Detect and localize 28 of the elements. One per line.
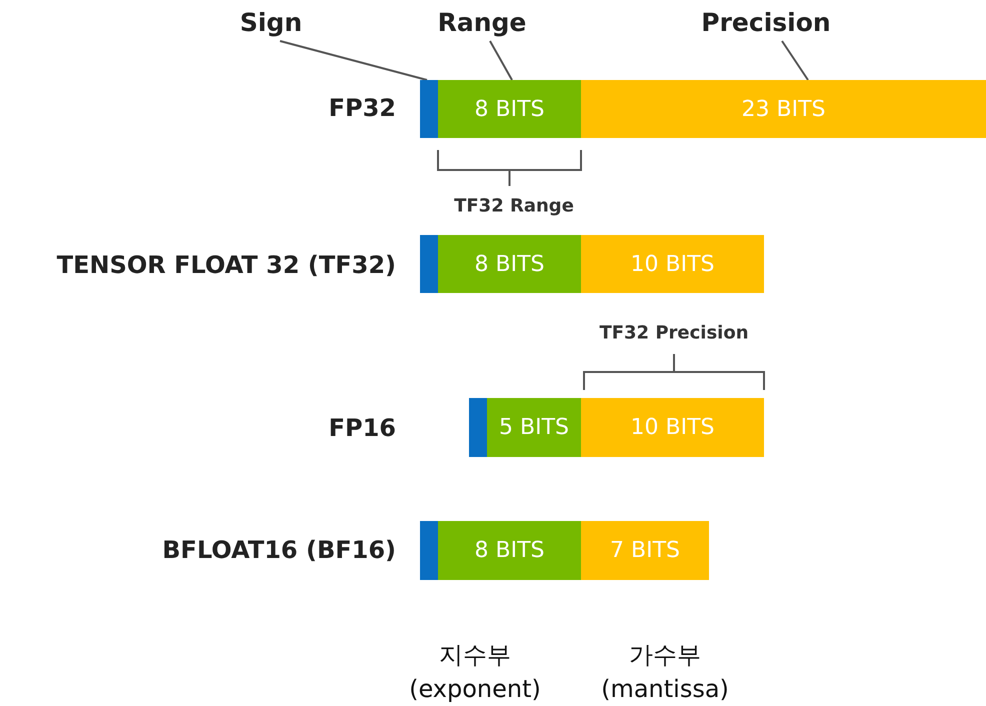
axis-label: (mantissa) [601, 675, 729, 703]
heading-label: Sign [238, 6, 304, 40]
sign-bit-box [420, 80, 438, 138]
leader-line [489, 40, 513, 80]
mantissa-bits-box: 7 BITS [581, 521, 709, 580]
leader-line [781, 40, 809, 81]
sign-bit-box [420, 235, 438, 293]
range-label: TF32 Range [454, 196, 574, 216]
heading-label: Precision [696, 6, 836, 40]
mantissa-bits-box: 10 BITS [581, 398, 764, 457]
format-label: FP16 [328, 414, 396, 442]
exponent-bits-box: 8 BITS [438, 235, 581, 293]
axis-label: 가수부 [629, 640, 701, 671]
format-label: TENSOR FLOAT 32 (TF32) [56, 251, 396, 279]
heading-label: Range [434, 6, 530, 40]
leader-line [280, 40, 428, 81]
sign-bit-box [420, 521, 438, 580]
format-label: BFLOAT16 (BF16) [162, 536, 396, 564]
precision-label: TF32 Precision [599, 322, 749, 344]
mantissa-bits-box: 23 BITS [581, 80, 986, 138]
axis-label: 지수부 [439, 640, 511, 671]
mantissa-bits-box: 10 BITS [581, 235, 764, 293]
axis-label: (exponent) [409, 675, 541, 703]
exponent-bits-box: 8 BITS [438, 521, 581, 580]
exponent-bits-box: 5 BITS [487, 398, 581, 457]
exponent-bits-box: 8 BITS [438, 80, 581, 138]
format-label: FP32 [328, 94, 396, 122]
sign-bit-box [469, 398, 487, 457]
